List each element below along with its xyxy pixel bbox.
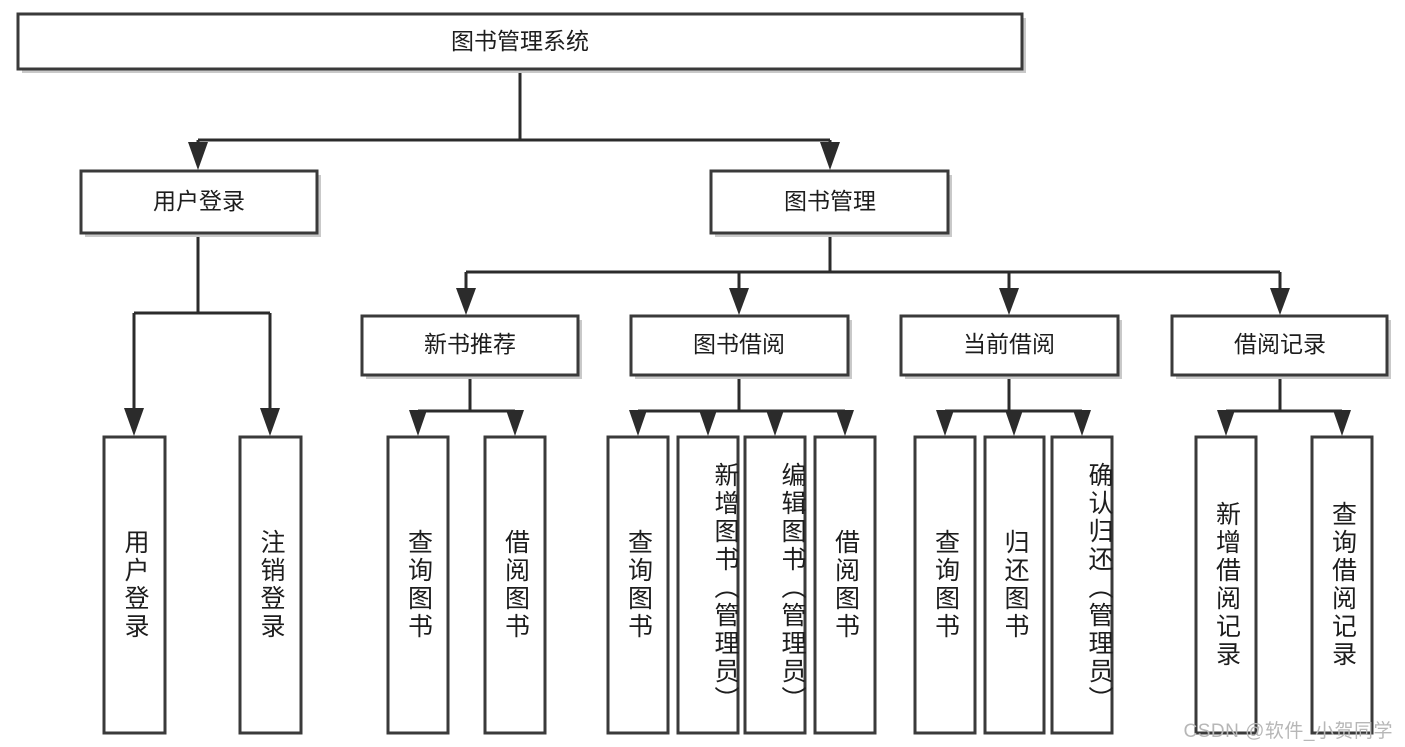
arrowhead-newbook-leaf-1 <box>409 410 427 436</box>
borrow-record-box[interactable] <box>1170 314 1389 377</box>
book-management-label: 图书管理 <box>784 188 876 214</box>
leaf-box-query-record[interactable] <box>1310 435 1374 735</box>
arrowhead-user-login <box>188 142 208 170</box>
root-label: 图书管理系统 <box>451 28 589 54</box>
arrowhead-borrow-leaf-2 <box>699 410 717 436</box>
arrowhead-leaf-logout <box>260 408 280 436</box>
arrowhead-current-leaf-3 <box>1073 410 1091 436</box>
arrowhead-newbook <box>456 288 476 315</box>
book-management-box[interactable] <box>709 169 950 235</box>
arrowhead-record-leaf-2 <box>1333 410 1351 436</box>
node-book-borrow[interactable]: 图书借阅 <box>629 314 852 379</box>
node-borrow-record[interactable]: 借阅记录 <box>1170 314 1391 379</box>
arrowhead-record <box>1270 288 1290 315</box>
leaf-box-query-book-2[interactable] <box>606 435 670 735</box>
arrowhead-current <box>999 288 1019 315</box>
user-login-box[interactable] <box>79 169 319 235</box>
book-borrow-box[interactable] <box>629 314 850 377</box>
root-box[interactable] <box>16 12 1024 71</box>
arrowhead-book-mgmt <box>820 142 840 170</box>
leaf-box-query-book-3[interactable] <box>913 435 977 735</box>
leaf-box-logout[interactable] <box>238 435 303 735</box>
new-book-recommend-box[interactable] <box>360 314 580 377</box>
node-current-borrow[interactable]: 当前借阅 <box>899 314 1122 379</box>
arrowhead-borrow-leaf-3 <box>766 410 784 436</box>
node-new-book-recommend[interactable]: 新书推荐 <box>360 314 582 379</box>
arrowhead-record-leaf-1 <box>1217 410 1235 436</box>
leaf-box-borrow-book-1[interactable] <box>483 435 547 735</box>
node-book-management[interactable]: 图书管理 <box>709 169 952 237</box>
arrowhead-borrow-leaf-1 <box>629 410 647 436</box>
new-book-recommend-label: 新书推荐 <box>424 331 516 357</box>
arrowhead-newbook-leaf-2 <box>506 410 524 436</box>
node-root[interactable]: 图书管理系统 <box>16 12 1026 73</box>
leaf-box-user-login[interactable] <box>102 435 167 735</box>
arrowhead-current-leaf-2 <box>1005 410 1023 436</box>
leaf-box-return-book[interactable] <box>983 435 1046 735</box>
node-user-login[interactable]: 用户登录 <box>79 169 321 237</box>
leaf-box-query-book-1[interactable] <box>386 435 450 735</box>
leaf-box-edit-book-admin[interactable] <box>743 435 807 735</box>
arrowhead-borrow <box>729 288 749 315</box>
arrowhead-current-leaf-1 <box>936 410 954 436</box>
borrow-record-label: 借阅记录 <box>1234 331 1326 357</box>
arrowhead-leaf-user-login <box>124 408 144 436</box>
leaf-box-add-book-admin[interactable] <box>676 435 740 735</box>
user-login-label: 用户登录 <box>153 188 245 214</box>
current-borrow-label: 当前借阅 <box>963 331 1055 357</box>
leaf-box-borrow-book-2[interactable] <box>813 435 877 735</box>
current-borrow-box[interactable] <box>899 314 1120 377</box>
connector-layer <box>124 69 1351 436</box>
leaf-box-add-record[interactable] <box>1194 435 1258 735</box>
leaf-box-layer <box>102 435 1374 735</box>
arrowhead-borrow-leaf-4 <box>836 410 854 436</box>
book-borrow-label: 图书借阅 <box>693 331 785 357</box>
leaf-box-confirm-return[interactable] <box>1050 435 1114 735</box>
csdn-watermark: CSDN @软件_小贺同学 <box>1183 721 1393 742</box>
